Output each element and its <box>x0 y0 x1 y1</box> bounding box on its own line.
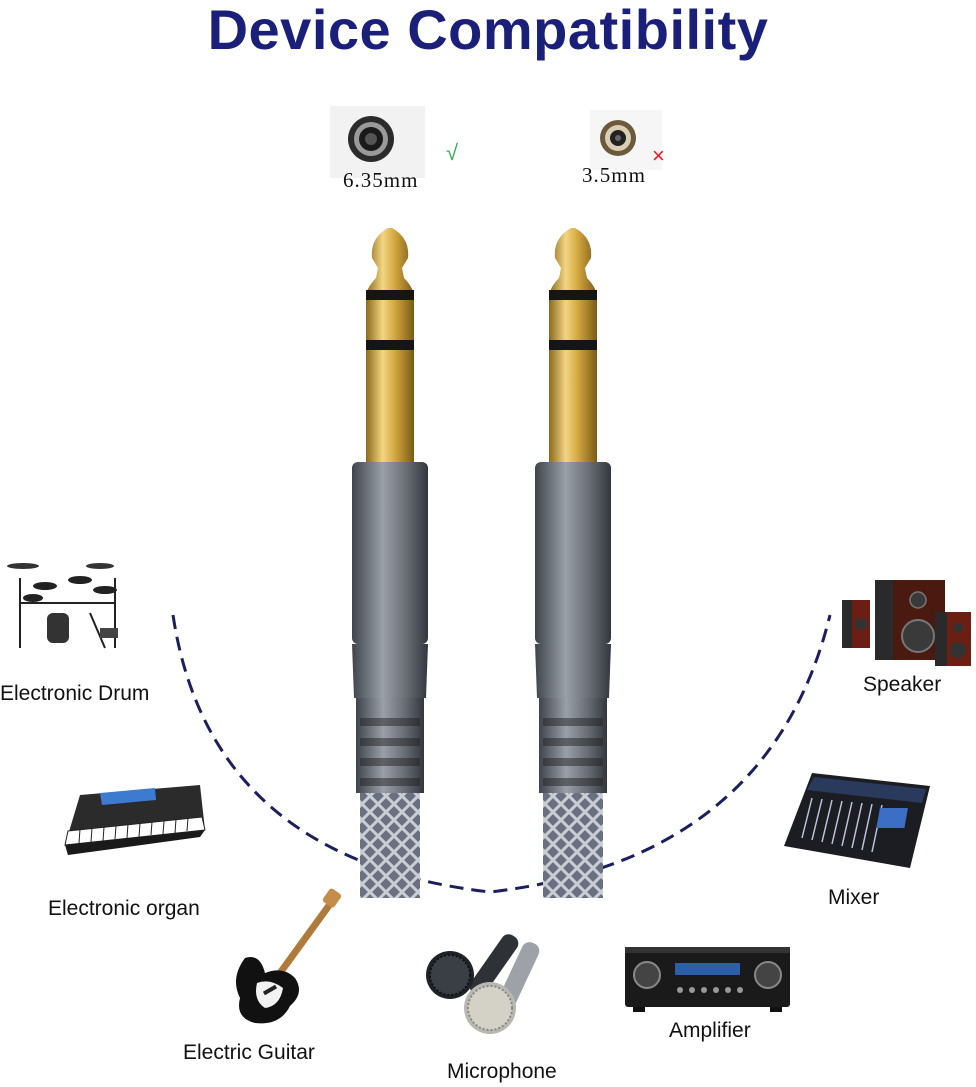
speaker-icon <box>842 580 971 666</box>
jack-6-35-image <box>330 106 425 178</box>
microphone-icon <box>426 934 540 1034</box>
page-title: Device Compatibility <box>207 0 769 61</box>
electronic-organ-icon <box>64 785 206 855</box>
device-label-microphone: Microphone <box>447 1060 557 1083</box>
jack-size-label-6-35: 6.35mm <box>343 168 419 192</box>
electronic-drum-icon <box>7 563 118 649</box>
device-label-mixer: Mixer <box>828 886 880 909</box>
amplifier-icon <box>625 947 790 1012</box>
cross-icon: × <box>652 143 665 168</box>
jack-3-5-image <box>590 110 662 170</box>
audio-cable-plugs <box>352 228 611 898</box>
check-icon: √ <box>446 140 459 165</box>
device-label-electric-guitar: Electric Guitar <box>183 1041 315 1064</box>
device-label-amplifier: Amplifier <box>669 1019 751 1042</box>
device-label-speaker: Speaker <box>863 673 942 696</box>
jack-size-label-3-5: 3.5mm <box>582 163 646 187</box>
device-label-electronic-organ: Electronic organ <box>48 897 200 920</box>
mixer-icon <box>784 773 930 868</box>
jack-socket-icon <box>348 116 394 162</box>
electric-guitar-icon <box>236 888 342 1024</box>
jack-socket-icon <box>600 120 636 156</box>
device-label-electronic-drum: Electronic Drum <box>0 682 150 705</box>
